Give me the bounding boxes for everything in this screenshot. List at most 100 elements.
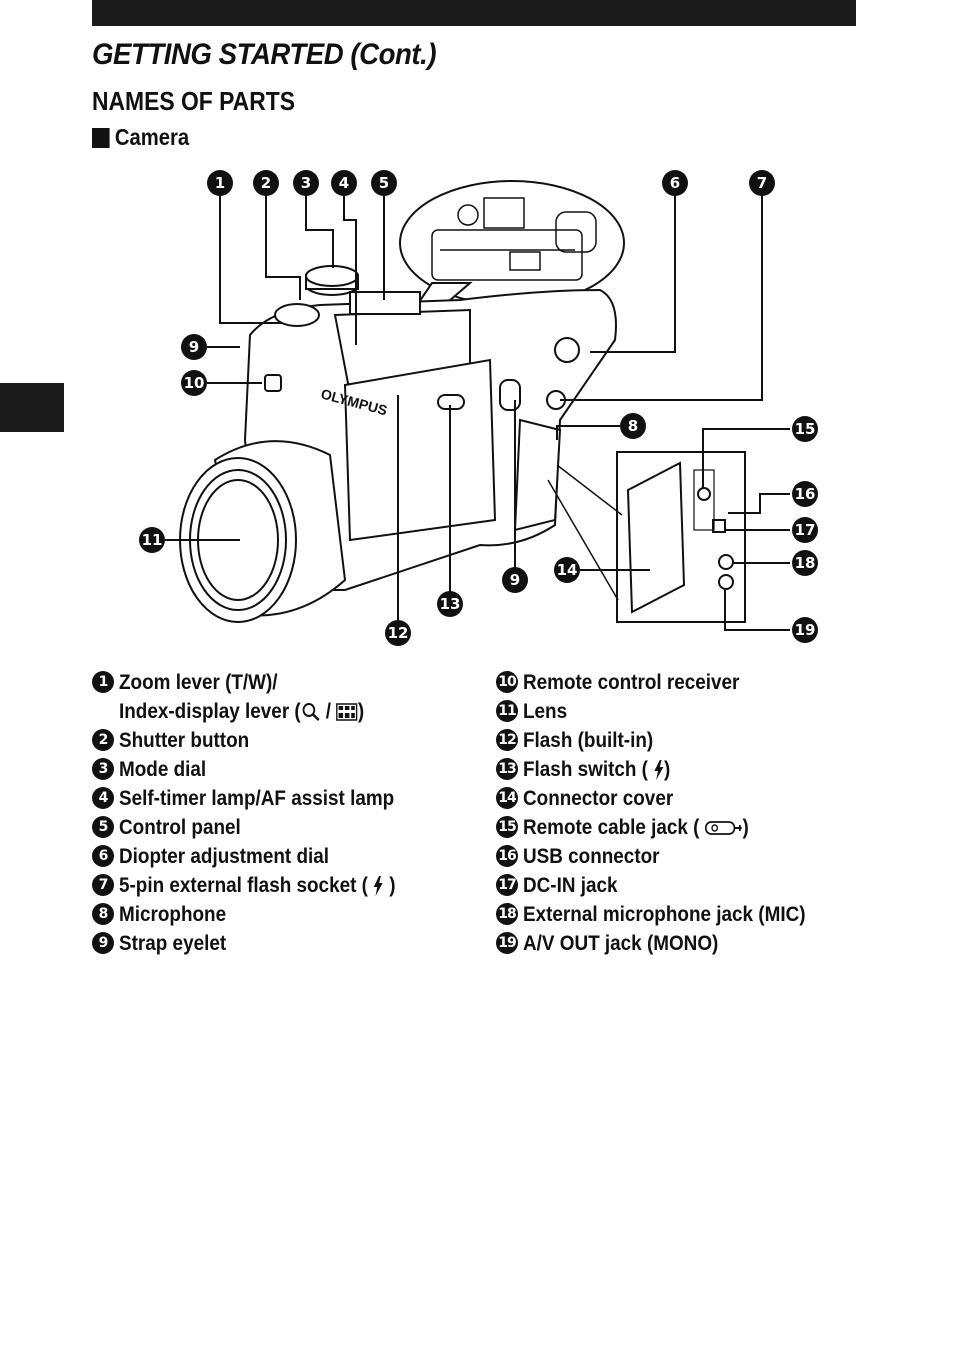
camera-illustration: OLYMPUS <box>179 180 746 623</box>
item-number: 10 <box>496 671 518 693</box>
callout-16: 16 <box>792 481 818 507</box>
item-number: 17 <box>496 874 518 896</box>
item-label-post: ) <box>664 758 671 781</box>
item-label: Self-timer lamp/AF assist lamp <box>119 787 395 810</box>
list-item: 12 Flash (built-in) <box>496 726 837 755</box>
svg-text:17: 17 <box>795 521 816 539</box>
callout-1: 1 <box>207 170 233 196</box>
callout-11: 11 <box>139 527 165 553</box>
list-item: 15 Remote cable jack ( ) <box>496 813 837 842</box>
item-label: Lens <box>523 700 568 723</box>
magnifier-icon <box>302 703 320 722</box>
svg-text:9: 9 <box>510 571 520 589</box>
page-title: GETTING STARTED (Cont.) <box>92 38 437 71</box>
list-item: 4 Self-timer lamp/AF assist lamp <box>92 784 426 813</box>
list-item: 13 Flash switch ( ) <box>496 755 837 784</box>
list-item: 16 USB connector <box>496 842 837 871</box>
item-number: 8 <box>92 903 114 925</box>
item-label: Shutter button <box>119 729 250 752</box>
item-number: 4 <box>92 787 114 809</box>
item-label: Remote cable jack ( <box>523 816 705 839</box>
callout-15: 15 <box>792 416 818 442</box>
svg-text:15: 15 <box>795 420 816 438</box>
item-number: 3 <box>92 758 114 780</box>
item-number: 18 <box>496 903 518 925</box>
subsection-title: Camera <box>92 124 189 151</box>
square-bullet-icon <box>92 127 110 148</box>
svg-text:16: 16 <box>795 485 816 503</box>
item-label: Connector cover <box>523 787 674 810</box>
item-number: 19 <box>496 932 518 954</box>
item-number: 6 <box>92 845 114 867</box>
item-number: 15 <box>496 816 518 838</box>
callout-10: 10 <box>181 370 207 396</box>
callout-7: 7 <box>749 170 775 196</box>
parts-list-left: 1 Zoom lever (T/W)/ Index-display lever … <box>92 668 426 958</box>
subsection-label: Camera <box>114 124 190 150</box>
list-item: 3 Mode dial <box>92 755 426 784</box>
list-item: 9 Strap eyelet <box>92 929 426 958</box>
item-number: 2 <box>92 729 114 751</box>
flash-icon <box>374 876 384 897</box>
list-item: 11 Lens <box>496 697 837 726</box>
callout-2: 2 <box>253 170 279 196</box>
item-label-post: ) <box>357 700 365 723</box>
svg-text:10: 10 <box>184 374 205 392</box>
item-label: 5-pin external flash socket ( <box>119 874 374 897</box>
list-item: 5 Control panel <box>92 813 426 842</box>
svg-text:19: 19 <box>795 621 816 639</box>
item-number: 11 <box>496 700 518 722</box>
item-label: Index-display lever ( <box>119 700 301 723</box>
item-number: 14 <box>496 787 518 809</box>
item-number: 5 <box>92 816 114 838</box>
item-label: Zoom lever (T/W)/ <box>119 671 278 694</box>
item-number: 1 <box>92 671 114 693</box>
item-number: 16 <box>496 845 518 867</box>
item-label: Mode dial <box>119 758 207 781</box>
svg-text:13: 13 <box>440 595 461 613</box>
remote-cable-icon <box>704 821 742 836</box>
item-label: Diopter adjustment dial <box>119 845 330 868</box>
item-label: Flash (built-in) <box>523 729 654 752</box>
svg-text:12: 12 <box>388 624 409 642</box>
item-label: Microphone <box>119 903 227 926</box>
callout-13: 13 <box>437 591 463 617</box>
svg-text:7: 7 <box>757 174 767 192</box>
item-label: A/V OUT jack (MONO) <box>523 932 719 955</box>
list-item: Index-display lever ( / ) <box>92 697 426 726</box>
list-item: 14 Connector cover <box>496 784 837 813</box>
index-grid-icon <box>336 703 358 722</box>
callout-8: 8 <box>620 413 646 439</box>
item-number: 12 <box>496 729 518 751</box>
callout-5: 5 <box>371 170 397 196</box>
svg-text:14: 14 <box>557 561 578 579</box>
list-item: 19 A/V OUT jack (MONO) <box>496 929 837 958</box>
list-item: 6 Diopter adjustment dial <box>92 842 426 871</box>
list-item: 18 External microphone jack (MIC) <box>496 900 837 929</box>
section-title: NAMES OF PARTS <box>92 86 295 116</box>
header-bar <box>92 0 856 26</box>
item-label: DC-IN jack <box>523 874 618 897</box>
parts-list-right: 10 Remote control receiver 11 Lens 12 Fl… <box>496 668 837 958</box>
callout-17: 17 <box>792 517 818 543</box>
callout-14: 14 <box>554 557 580 583</box>
item-label-post: ) <box>383 874 396 897</box>
list-item: 7 5-pin external flash socket ( ) <box>92 871 426 900</box>
callout-9b: 9 <box>502 567 528 593</box>
leader-lines <box>165 195 790 631</box>
callout-4: 4 <box>331 170 357 196</box>
callout-3: 3 <box>293 170 319 196</box>
camera-diagram: OLYMPUS <box>139 170 818 646</box>
list-item: 8 Microphone <box>92 900 426 929</box>
svg-text:5: 5 <box>379 174 389 192</box>
callout-12: 12 <box>385 620 411 646</box>
list-item: 17 DC-IN jack <box>496 871 837 900</box>
svg-text:2: 2 <box>261 174 271 192</box>
item-label-sep: / <box>320 700 337 723</box>
item-label: Strap eyelet <box>119 932 227 955</box>
list-item: 1 Zoom lever (T/W)/ <box>92 668 426 697</box>
callout-6: 6 <box>662 170 688 196</box>
svg-text:18: 18 <box>795 554 816 572</box>
item-number: 9 <box>92 932 114 954</box>
item-number: 7 <box>92 874 114 896</box>
